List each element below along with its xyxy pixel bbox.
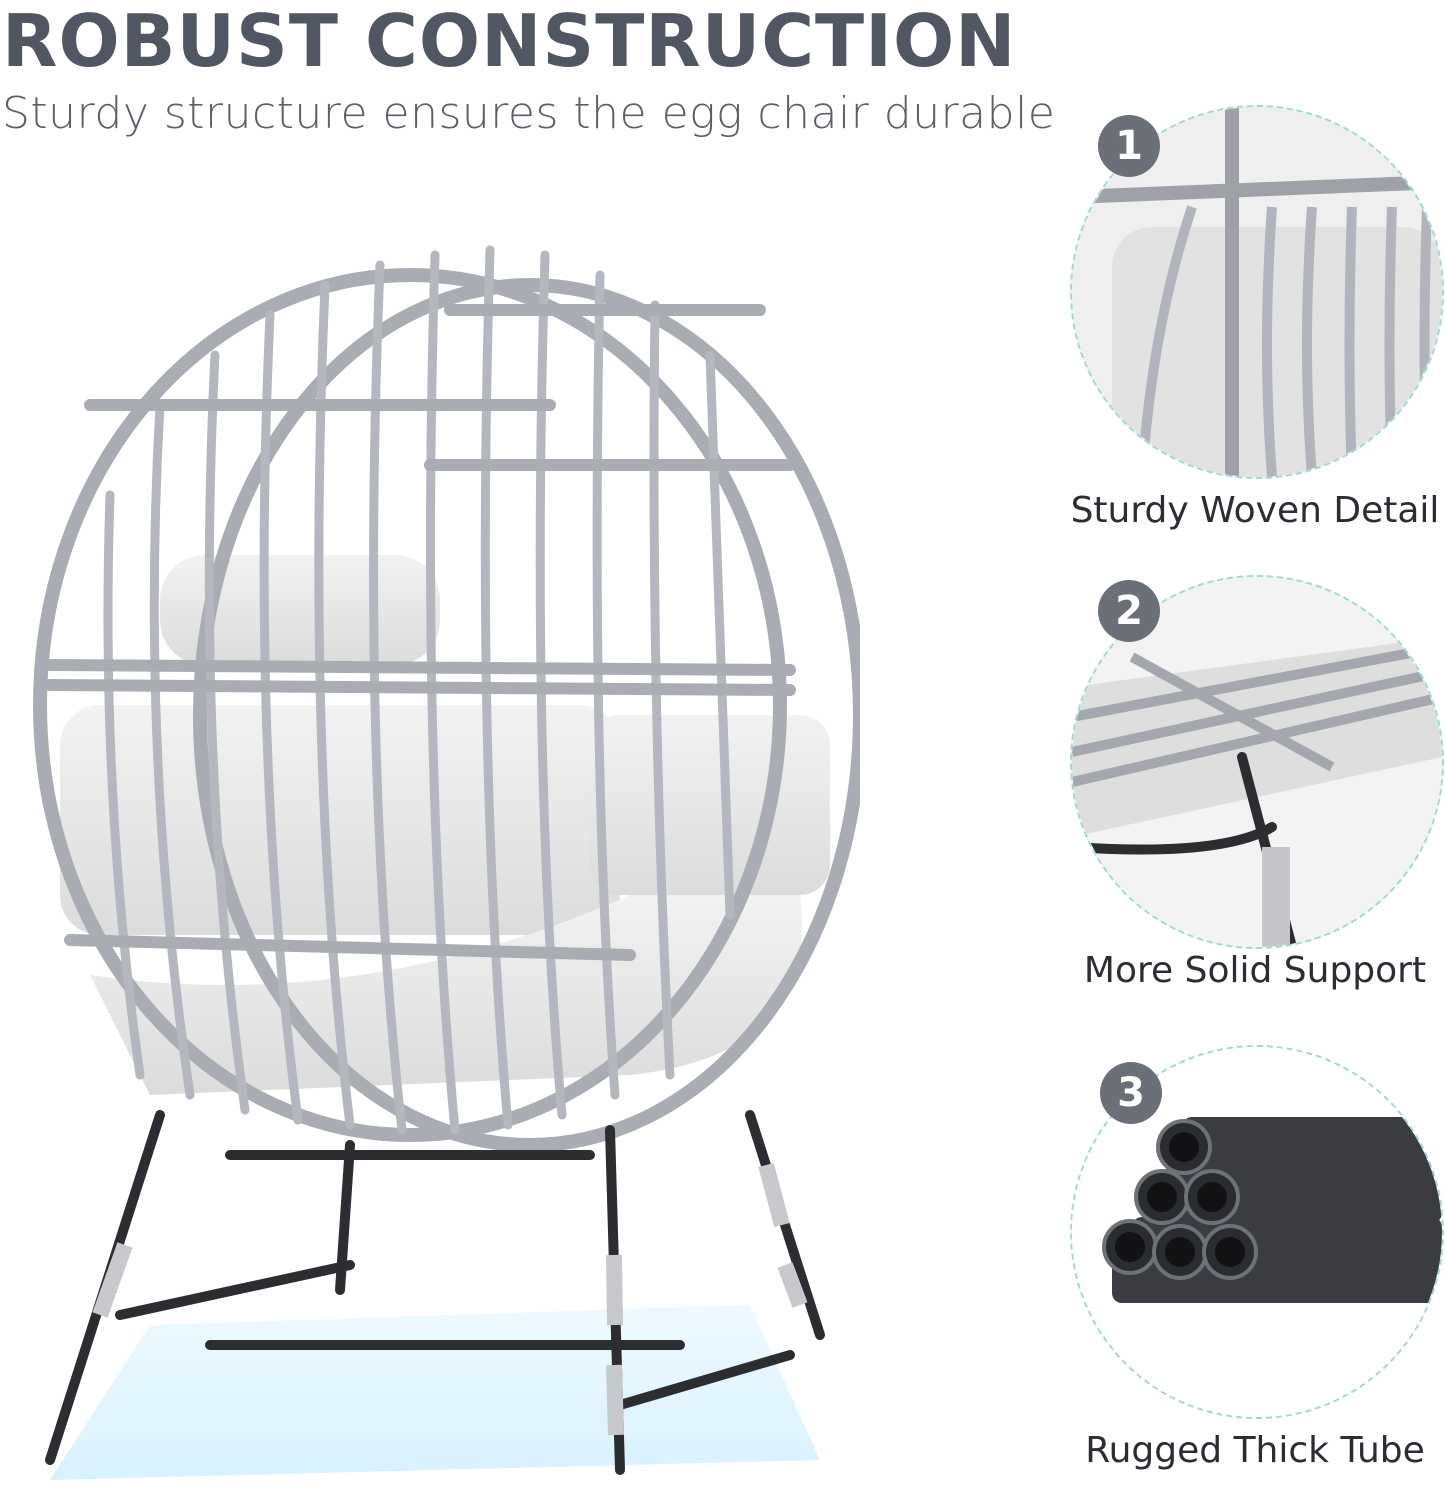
feature-label-3: Rugged Thick Tube bbox=[1085, 1430, 1425, 1471]
feature-number-2-badge: 2 bbox=[1098, 580, 1160, 642]
page-subtitle: Sturdy structure ensures the egg chair d… bbox=[2, 88, 1056, 139]
page-title: ROBUST CONSTRUCTION bbox=[2, 0, 1017, 83]
feature-label-2: More Solid Support bbox=[1083, 950, 1427, 991]
feature-number-1-badge: 1 bbox=[1098, 115, 1160, 177]
feature-label-1: Sturdy Woven Detail bbox=[1070, 490, 1440, 531]
feature-number-3-badge: 3 bbox=[1100, 1062, 1162, 1124]
egg-chair-image bbox=[30, 195, 867, 1495]
